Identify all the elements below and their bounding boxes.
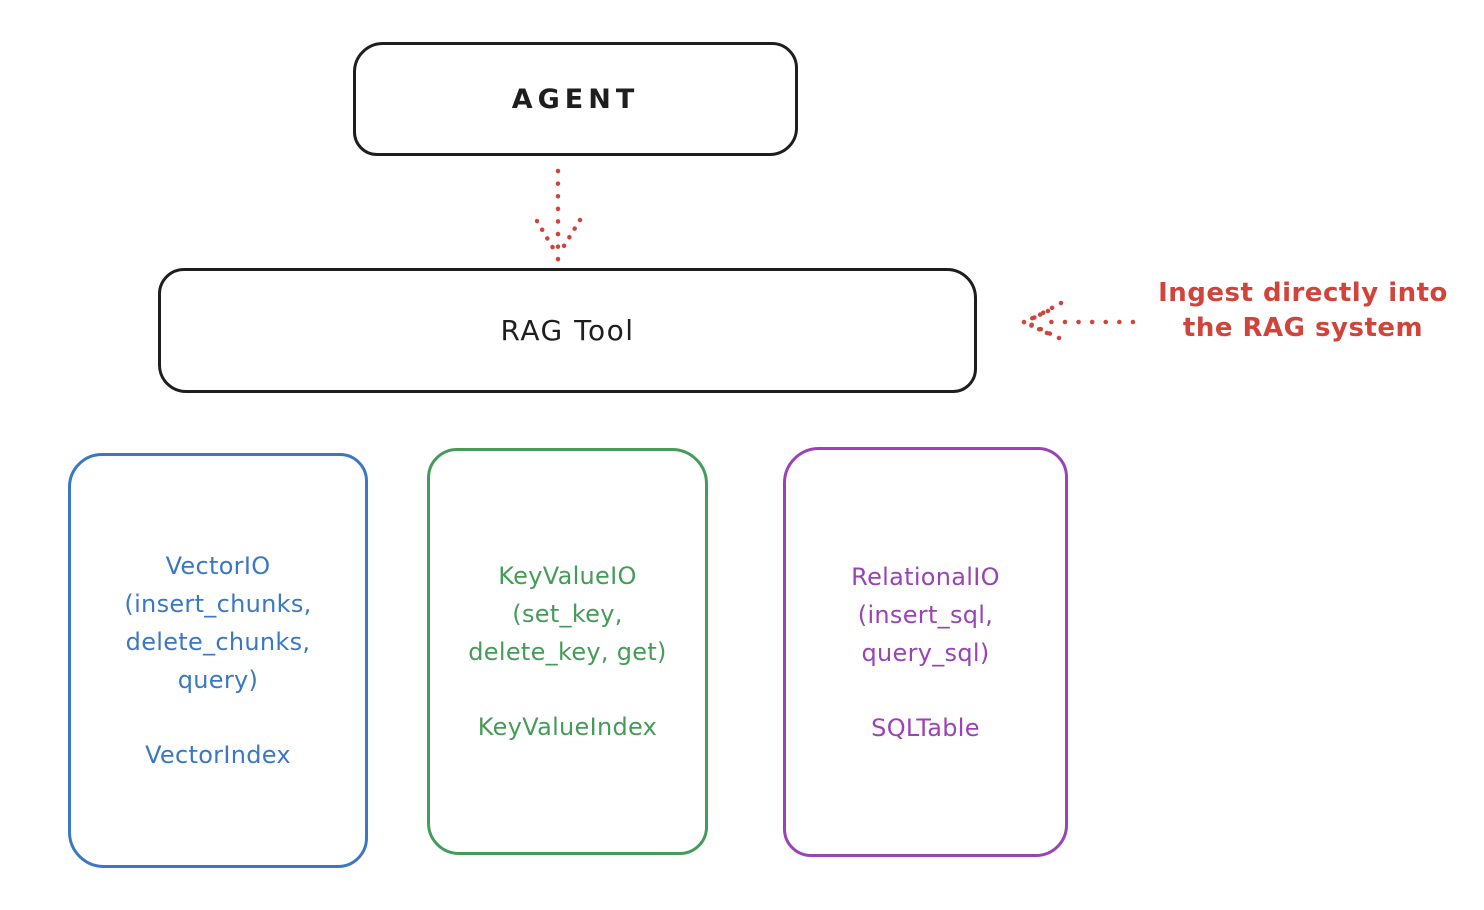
relationalio-index-label: SQLTable [871, 713, 980, 742]
keyvalueio-index-label: KeyValueIndex [477, 713, 658, 741]
backend-node-vectorio: VectorIO (insert_chunks, delete_chunks, … [68, 453, 368, 868]
backend-node-relationalio: RelationalIO (insert_sql, query_sql) SQL… [783, 447, 1068, 857]
ingest-annotation: Ingest directly into the RAG system [1158, 278, 1448, 343]
backend-node-keyvalueio: KeyValueIO (set_key, delete_key, get) Ke… [427, 448, 708, 855]
agent-to-rag-arrow-icon [534, 168, 583, 262]
agent-node: AGENT [353, 42, 798, 156]
rag-tool-label: RAG Tool [500, 314, 635, 347]
rag-tool-node: RAG Tool [158, 268, 977, 393]
agent-label: AGENT [511, 83, 640, 115]
vectorio-index-label: VectorIndex [145, 741, 291, 769]
relationalio-methods: RelationalIO (insert_sql, query_sql) [851, 562, 1000, 667]
annotation-to-rag-arrow-icon [1021, 300, 1136, 341]
keyvalueio-methods: KeyValueIO (set_key, delete_key, get) [468, 562, 667, 666]
vectorio-methods: VectorIO (insert_chunks, delete_chunks, … [124, 552, 312, 694]
